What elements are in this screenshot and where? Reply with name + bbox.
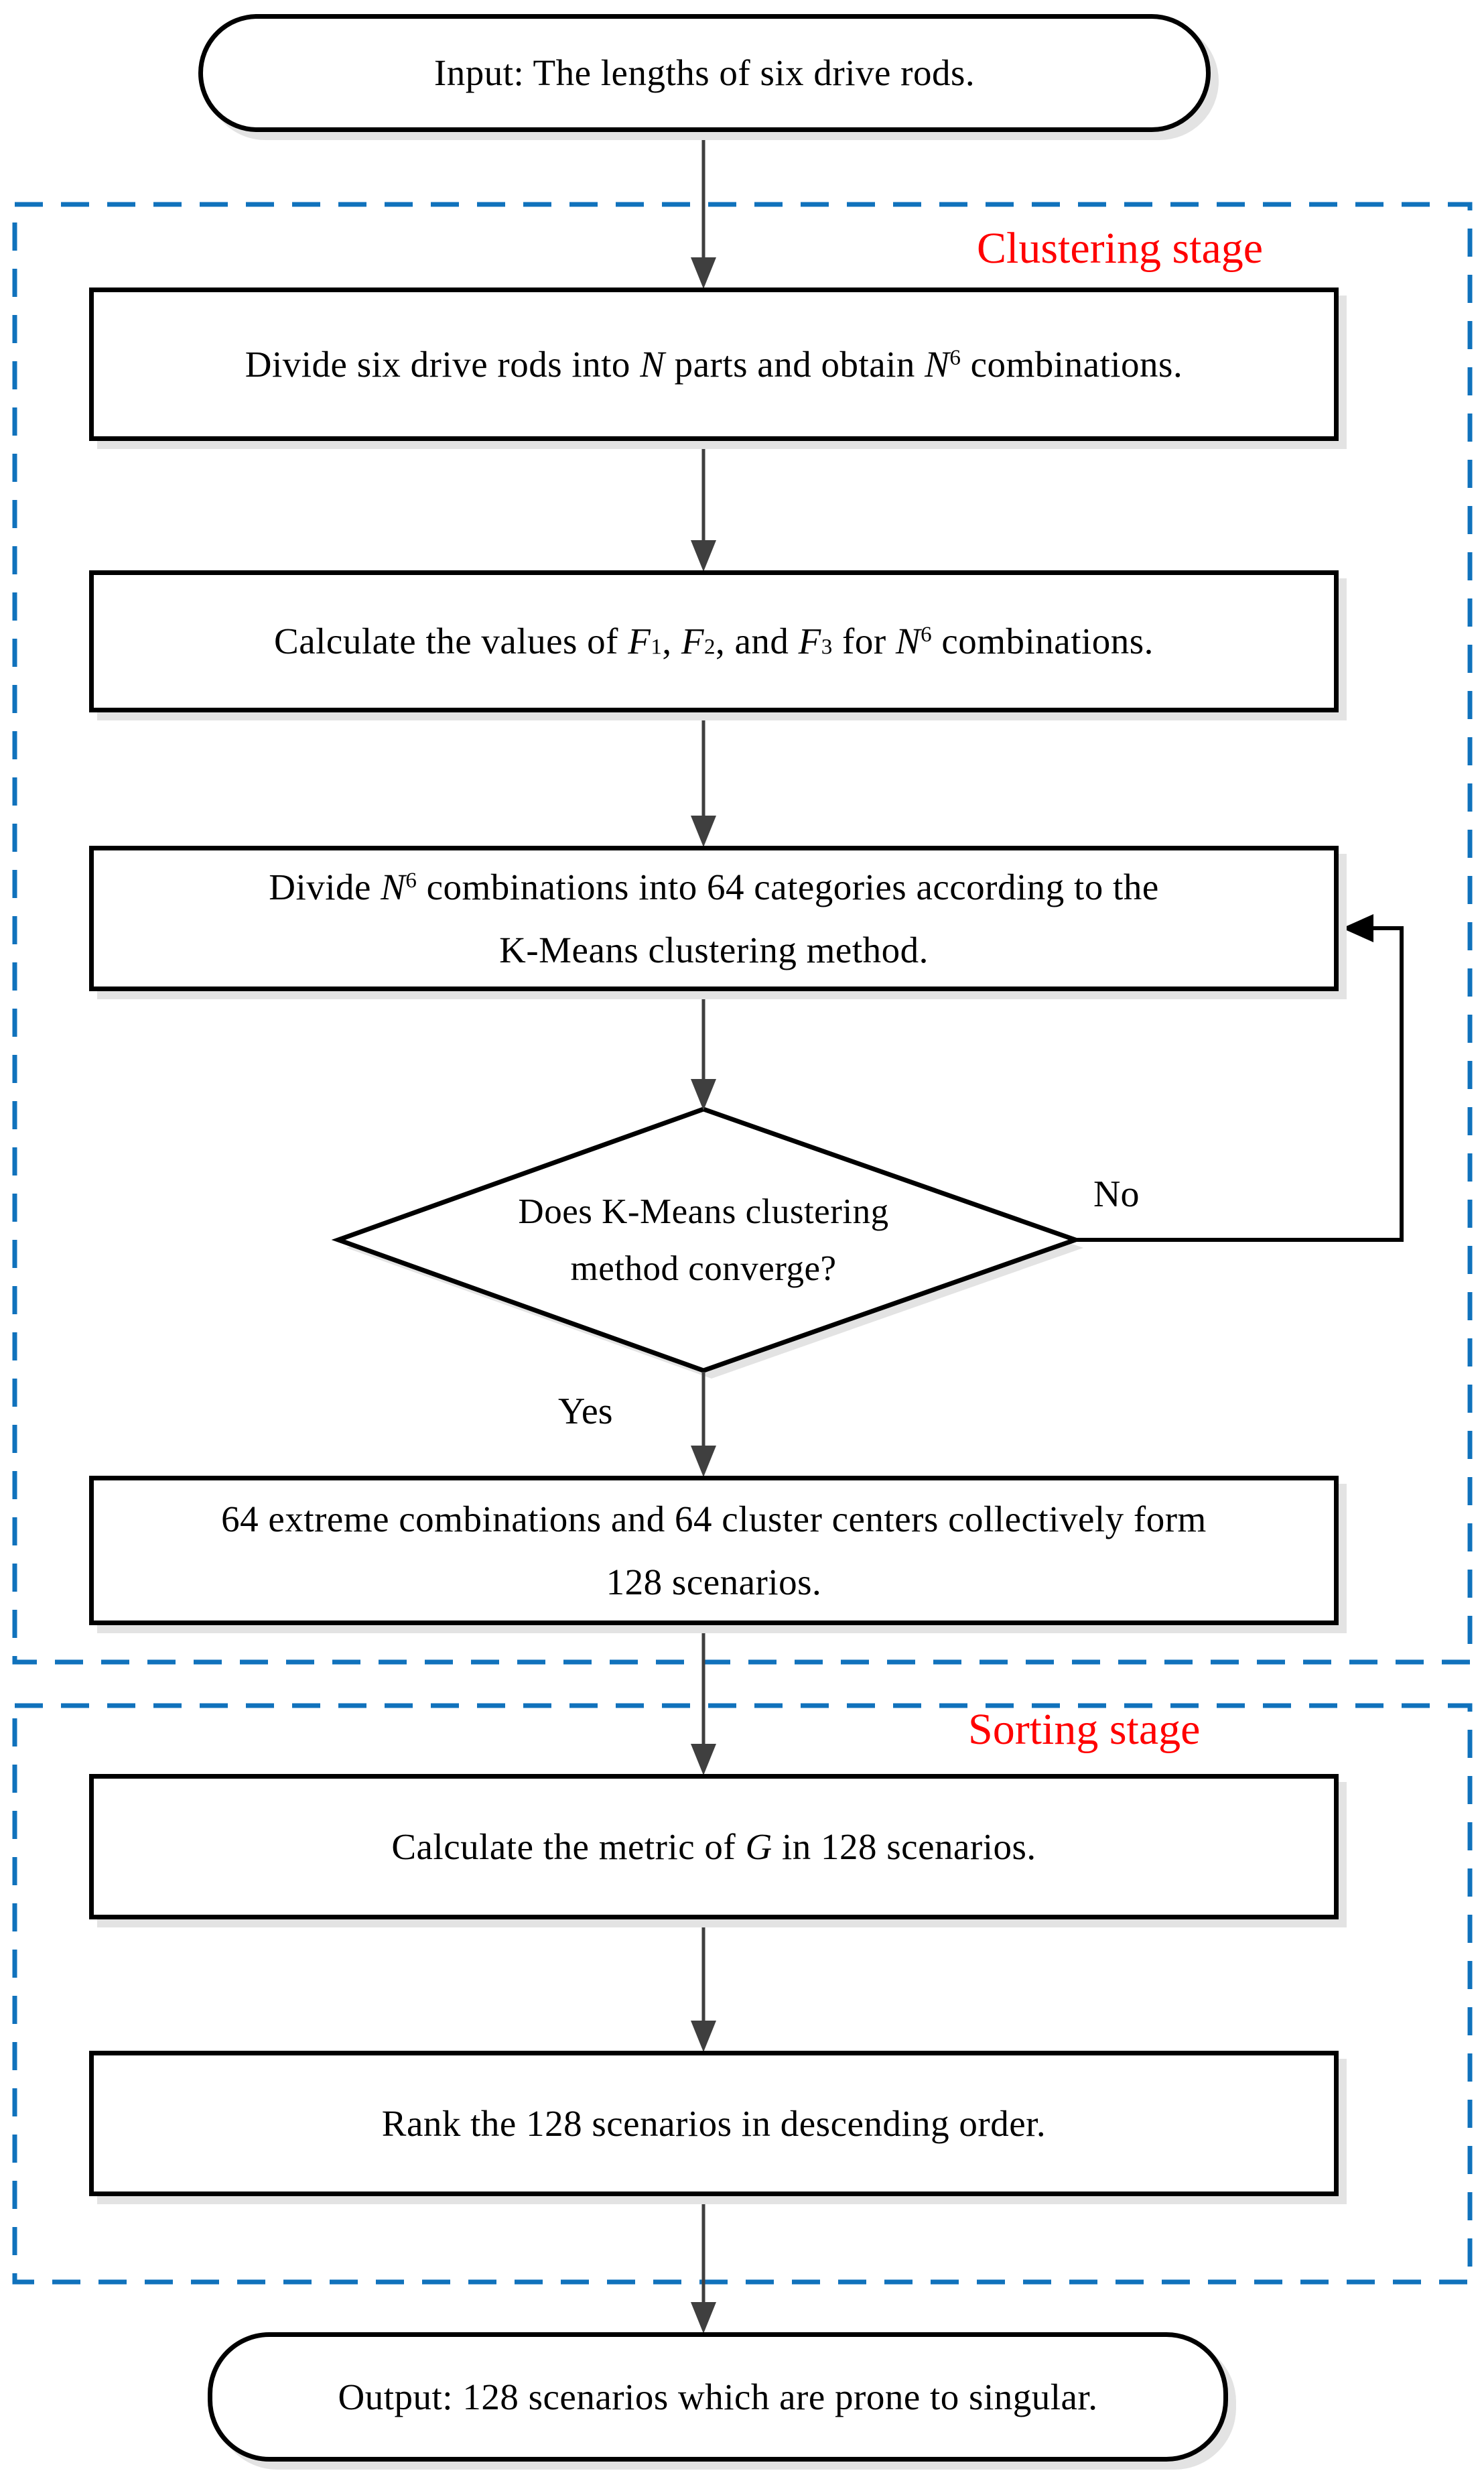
input-terminator-text: Input: The lengths of six drive rods.	[433, 52, 975, 94]
process-metric-g: Calculate the metric of G in 128 scenari…	[89, 1774, 1339, 1919]
arrow-step2-to-step3	[691, 714, 716, 847]
process-kmeans-categories: Divide N6 combinations into 64 categorie…	[89, 846, 1339, 991]
arrow-step5-to-step6	[691, 1921, 716, 2052]
output-terminator-text: Output: 128 scenarios which are prone to…	[338, 2376, 1098, 2417]
arrow-step4-to-step5	[691, 1627, 716, 1775]
sorting-stage-label: Sorting stage	[968, 1705, 1201, 1754]
process-128-scenarios-text: 64 extreme combinations and 64 cluster c…	[221, 1499, 1207, 1602]
process-divide-rods-text: Divide six drive rods into N parts and o…	[245, 343, 1183, 385]
process-metric-g-text: Calculate the metric of G in 128 scenari…	[391, 1826, 1036, 1867]
process-calculate-f-values-text: Calculate the values of F1, F2, and F3 f…	[274, 621, 1154, 662]
arrow-step6-to-output	[691, 2198, 716, 2334]
process-kmeans-categories-text: Divide N6 combinations into 64 categorie…	[269, 867, 1159, 970]
arrow-input-to-step1	[691, 133, 716, 289]
process-rank-scenarios-text: Rank the 128 scenarios in descending ord…	[381, 2102, 1047, 2144]
feedback-loop-no	[1075, 914, 1404, 1242]
process-rank-scenarios: Rank the 128 scenarios in descending ord…	[89, 2051, 1339, 2196]
process-calculate-f-values: Calculate the values of F1, F2, and F3 f…	[89, 570, 1339, 712]
clustering-stage-border	[12, 202, 1473, 1665]
output-terminator: Output: 128 scenarios which are prone to…	[208, 2332, 1228, 2462]
input-terminator: Input: The lengths of six drive rods.	[198, 14, 1211, 132]
arrow-step3-to-decision	[691, 993, 716, 1110]
process-divide-rods: Divide six drive rods into N parts and o…	[89, 288, 1339, 441]
arrow-decision-to-step4	[691, 1372, 716, 1477]
process-128-scenarios: 64 extreme combinations and 64 cluster c…	[89, 1476, 1339, 1625]
arrow-step1-to-step2	[691, 442, 716, 572]
edge-label-yes: Yes	[558, 1391, 613, 1432]
clustering-stage-label: Clustering stage	[977, 224, 1264, 273]
diamond-shape	[331, 1106, 1083, 1373]
edge-label-no: No	[1093, 1173, 1140, 1215]
decision-diamond	[331, 1106, 1083, 1379]
